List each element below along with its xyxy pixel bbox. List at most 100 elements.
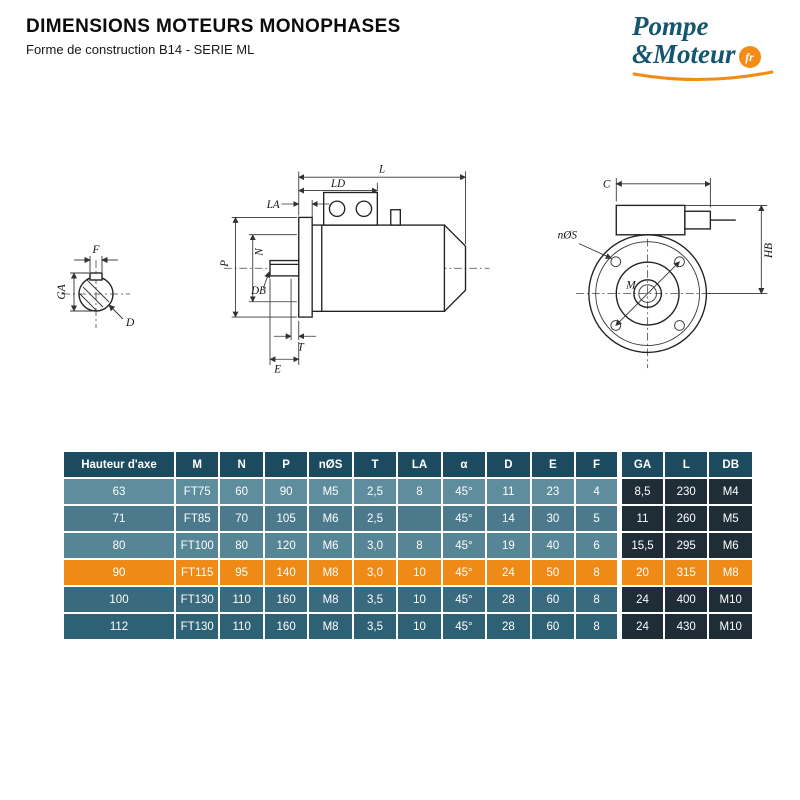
dimension-cell: 4: [574, 477, 621, 506]
dimension-cell: 8: [396, 531, 443, 560]
dimension-cell: M5: [707, 504, 754, 533]
dimension-cell: 20: [617, 558, 665, 587]
dimension-cell: 11: [617, 504, 665, 533]
dimension-cell: 45°: [440, 477, 488, 506]
dimension-cell: 2,5: [351, 477, 399, 506]
dimension-cell: FT130: [173, 585, 221, 614]
dimension-cell: 6: [574, 531, 621, 560]
dimension-cell: 8: [574, 585, 621, 614]
col-header-alpha: α: [440, 450, 488, 479]
dimension-cell: M10: [707, 612, 754, 641]
dimension-cell: M8: [707, 558, 754, 587]
dimension-cell: 10: [396, 558, 443, 587]
dimension-cell: 10: [396, 585, 443, 614]
col-header-f: F: [574, 450, 621, 479]
axis-height-cell: 100: [62, 585, 176, 614]
dimension-cell: 24: [617, 612, 665, 641]
dim-label-c: C: [603, 179, 611, 191]
dimension-cell: M5: [307, 477, 354, 506]
dimension-cell: 45°: [440, 504, 488, 533]
dimension-cell: 24: [617, 585, 665, 614]
dimension-cell: [396, 504, 443, 533]
dimension-cell: 45°: [440, 558, 488, 587]
shaft-section-drawing: F GA D: [56, 244, 135, 329]
dimension-cell: 95: [218, 558, 265, 587]
page-subtitle: Forme de construction B14 - SERIE ML: [26, 42, 255, 57]
dimension-cell: M8: [307, 612, 354, 641]
motor-side-view-drawing: L LD LA P N DB T E: [219, 163, 490, 376]
dimension-cell: 50: [529, 558, 577, 587]
dimension-cell: 3,0: [351, 531, 399, 560]
page-header: DIMENSIONS MOTEURS MONOPHASES Forme de c…: [26, 16, 401, 57]
col-header-e: E: [529, 450, 577, 479]
dimension-cell: M4: [707, 477, 754, 506]
dimension-cell: 80: [218, 531, 265, 560]
dimension-cell: 45°: [440, 585, 488, 614]
dimension-cell: 28: [485, 585, 532, 614]
dimension-cell: 14: [485, 504, 532, 533]
dim-label-d: D: [125, 317, 135, 329]
dimensions-table: Hauteur d'axe M N P nØS T LA α D E F GA …: [62, 450, 754, 641]
dimension-cell: 105: [262, 504, 310, 533]
dim-label-f: F: [91, 244, 100, 256]
dim-label-la: LA: [266, 199, 280, 211]
logo-fr-badge: fr: [738, 46, 761, 69]
dimension-cell: M6: [307, 504, 354, 533]
dimension-cell: 400: [662, 585, 710, 614]
flange-front-view-drawing: C nØS M HB: [558, 177, 775, 369]
dim-label-t: T: [298, 342, 305, 354]
dimension-cell: 295: [662, 531, 710, 560]
dimension-cell: 430: [662, 612, 710, 641]
dimension-cell: 45°: [440, 531, 488, 560]
dimension-cell: 11: [485, 477, 532, 506]
dimension-cell: M6: [707, 531, 754, 560]
dim-label-n: N: [253, 248, 265, 257]
dimension-cell: 60: [218, 477, 265, 506]
dimension-cell: FT100: [173, 531, 221, 560]
dimension-cell: 5: [574, 504, 621, 533]
dimension-cell: 40: [529, 531, 577, 560]
logo-swoosh-icon: [632, 70, 774, 81]
dimension-cell: M10: [707, 585, 754, 614]
axis-height-cell: 63: [62, 477, 176, 506]
dimension-cell: FT115: [173, 558, 221, 587]
dimension-cell: 160: [262, 585, 310, 614]
axis-height-cell: 71: [62, 504, 176, 533]
dimension-cell: 10: [396, 612, 443, 641]
table-header-row: Hauteur d'axe M N P nØS T LA α D E F GA …: [62, 450, 754, 479]
dimension-cell: 3,5: [351, 612, 399, 641]
col-header-m: M: [173, 450, 221, 479]
axis-height-cell: 80: [62, 531, 176, 560]
axis-height-cell: 90: [62, 558, 176, 587]
col-header-t: T: [351, 450, 399, 479]
dimension-cell: 30: [529, 504, 577, 533]
dim-label-m: M: [625, 280, 636, 292]
dimension-cell: 8,5: [617, 477, 665, 506]
dimension-cell: 24: [485, 558, 532, 587]
dimension-cell: 110: [218, 612, 265, 641]
col-header-la: LA: [396, 450, 443, 479]
dimension-cell: 19: [485, 531, 532, 560]
dim-label-hb: HB: [763, 243, 775, 259]
dimension-cell: 60: [529, 612, 577, 641]
dimension-cell: FT130: [173, 612, 221, 641]
col-header-n: N: [218, 450, 265, 479]
col-header-ga: GA: [617, 450, 665, 479]
dimension-cell: 90: [262, 477, 310, 506]
dimension-cell: 315: [662, 558, 710, 587]
col-header-d: D: [485, 450, 532, 479]
dimension-cell: 110: [218, 585, 265, 614]
dimension-cell: 3,0: [351, 558, 399, 587]
dimension-cell: 230: [662, 477, 710, 506]
dimension-cell: 8: [574, 612, 621, 641]
dimension-cell: 2,5: [351, 504, 399, 533]
dimension-cell: 8: [396, 477, 443, 506]
dimension-cell: 23: [529, 477, 577, 506]
